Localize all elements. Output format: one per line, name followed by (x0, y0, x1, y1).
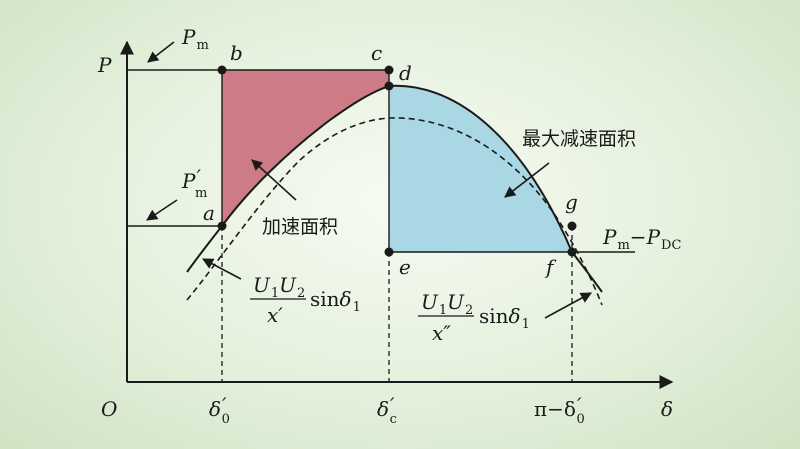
svg-text:sinδ1: sinδ1 (479, 304, 530, 332)
point-label-e: e (399, 255, 411, 279)
dashed-formula-arrow (544, 292, 592, 319)
point-label-a: a (203, 201, 215, 225)
dashed-power-curve (186, 117, 603, 306)
acceleration-area (222, 70, 389, 226)
point-e (384, 247, 394, 257)
solid-formula-arrow (202, 258, 242, 280)
svg-text:x′: x′ (267, 303, 283, 327)
x-tick-pi-minus-delta0: π−δ′0 (534, 393, 585, 427)
origin-label: O (101, 397, 117, 421)
decel-area-label: 最大减速面积 (522, 128, 636, 150)
decel-area-arrow (504, 162, 550, 198)
accel-area-label: 加速面积 (262, 216, 338, 238)
solid-curve-formula: U1U2 x′ sinδ1 (250, 273, 361, 327)
pm-prime-arrow (146, 199, 178, 221)
pm-prime-label: P′m (181, 165, 207, 201)
svg-text:U1U2: U1U2 (253, 273, 305, 301)
pm-minus-pdc-label: Pm−PDC (602, 225, 681, 253)
y-axis-label: P (97, 53, 112, 77)
point-label-g: g (565, 190, 578, 214)
pm-label: Pm (181, 25, 209, 53)
svg-text:U1U2: U1U2 (421, 290, 473, 318)
accel-area-arrow (251, 159, 297, 201)
point-label-d: d (399, 61, 412, 85)
point-g (567, 221, 577, 231)
svg-text:sinδ1: sinδ1 (310, 287, 361, 315)
point-d (384, 81, 394, 91)
dashed-curve-formula: U1U2 x″ sinδ1 (418, 290, 530, 345)
point-b (217, 65, 227, 75)
point-label-f: f (544, 255, 557, 279)
point-label-b: b (230, 41, 243, 65)
point-c (384, 65, 394, 75)
point-label-c: c (371, 41, 382, 65)
x-tick-delta0: δ′0 (209, 393, 230, 427)
x-axis-label: δ (661, 397, 673, 421)
x-tick-deltac: δ′c (377, 393, 397, 427)
point-f (567, 247, 577, 257)
deceleration-area (389, 85, 572, 252)
pm-arrow (147, 41, 175, 63)
point-a (217, 221, 227, 231)
svg-text:x″: x″ (432, 321, 451, 345)
